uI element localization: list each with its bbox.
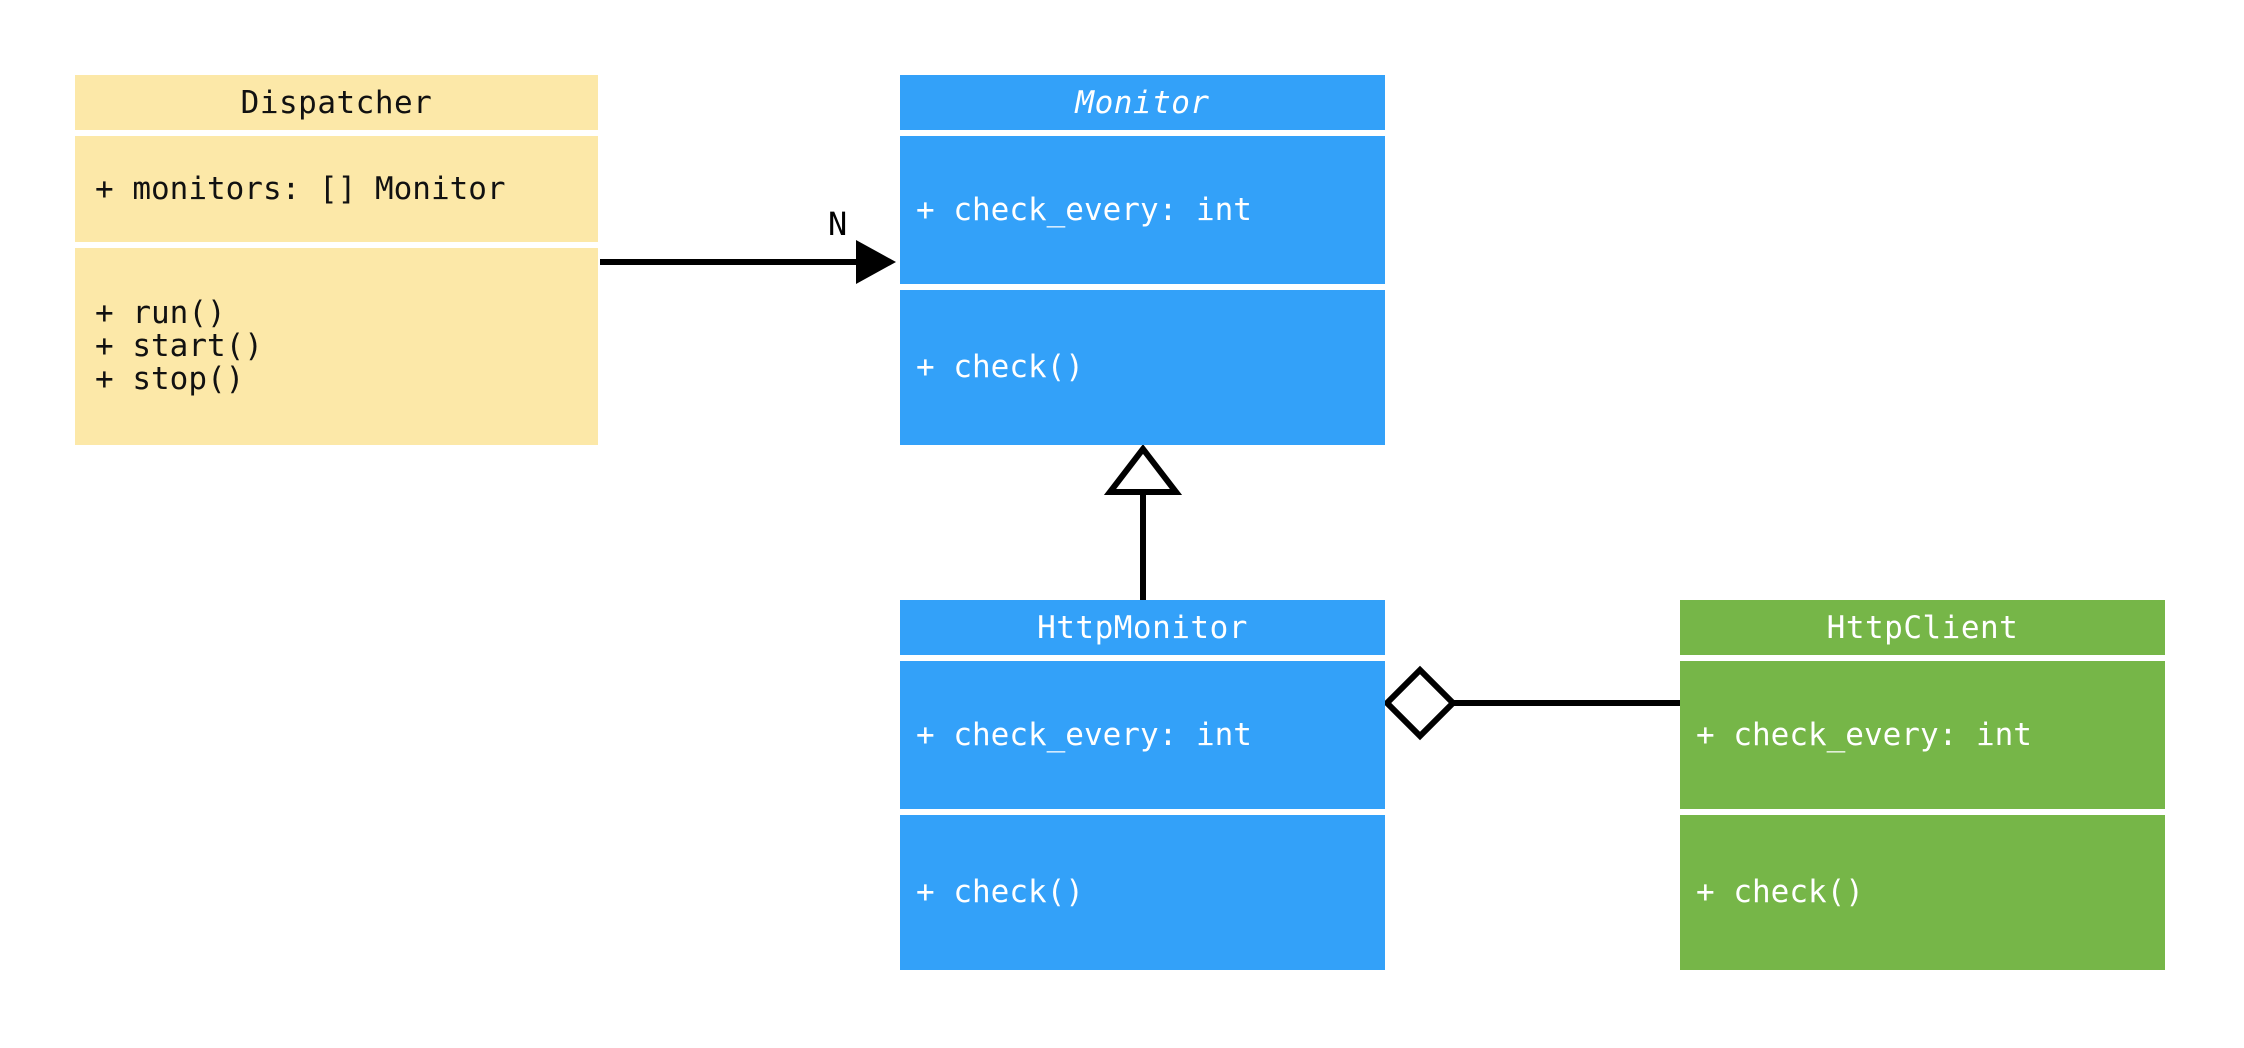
edge-httpmonitor-to-monitor <box>1103 444 1183 600</box>
compartment-divider <box>900 284 1385 290</box>
compartment-divider <box>900 809 1385 815</box>
class-header-monitor: Monitor <box>900 75 1385 130</box>
class-box-httpmonitor[interactable]: HttpMonitor + check_every: int + check() <box>900 600 1385 970</box>
compartment-divider <box>900 655 1385 661</box>
class-box-dispatcher[interactable]: Dispatcher + monitors: [] Monitor + run(… <box>75 75 598 445</box>
class-header-dispatcher: Dispatcher <box>75 75 598 130</box>
attribute-item: + check_every: int <box>1696 716 2032 753</box>
edge-httpmonitor-to-httpclient <box>1382 665 1680 741</box>
method-item: + check() <box>916 349 1084 385</box>
class-attributes-httpmonitor: + check_every: int <box>900 661 1385 809</box>
class-methods-httpmonitor: + check() <box>900 815 1385 970</box>
class-header-httpclient: HttpClient <box>1680 600 2165 655</box>
compartment-divider <box>75 242 598 248</box>
class-name-monitor: Monitor <box>1075 84 1210 121</box>
attribute-item: + check_every: int <box>916 191 1252 228</box>
class-attributes-httpclient: + check_every: int <box>1680 661 2165 809</box>
attribute-item: + monitors: [] Monitor <box>95 170 506 207</box>
class-attributes-monitor: + check_every: int <box>900 136 1385 284</box>
class-methods-httpclient: + check() <box>1680 815 2165 970</box>
method-item: + check() <box>1696 874 1864 910</box>
compartment-divider <box>1680 655 2165 661</box>
method-item: + check() <box>916 874 1084 910</box>
class-name-httpclient: HttpClient <box>1826 609 2019 646</box>
method-item: + stop() <box>95 361 245 397</box>
edge-dispatcher-to-monitor <box>600 240 896 284</box>
class-name-httpmonitor: HttpMonitor <box>1037 609 1248 646</box>
class-methods-monitor: + check() <box>900 290 1385 445</box>
attribute-item: + check_every: int <box>916 716 1252 753</box>
multiplicity-label-n: N <box>828 205 848 243</box>
compartment-divider <box>1680 809 2165 815</box>
method-item: + run() <box>95 295 226 331</box>
class-box-httpclient[interactable]: HttpClient + check_every: int + check() <box>1680 600 2165 970</box>
compartment-divider <box>900 130 1385 136</box>
class-methods-dispatcher: + run() + start() + stop() <box>75 248 598 445</box>
class-attributes-dispatcher: + monitors: [] Monitor <box>75 136 598 242</box>
class-header-httpmonitor: HttpMonitor <box>900 600 1385 655</box>
class-box-monitor[interactable]: Monitor + check_every: int + check() <box>900 75 1385 445</box>
method-item: + start() <box>95 328 263 364</box>
compartment-divider <box>75 130 598 136</box>
class-name-dispatcher: Dispatcher <box>240 84 433 121</box>
